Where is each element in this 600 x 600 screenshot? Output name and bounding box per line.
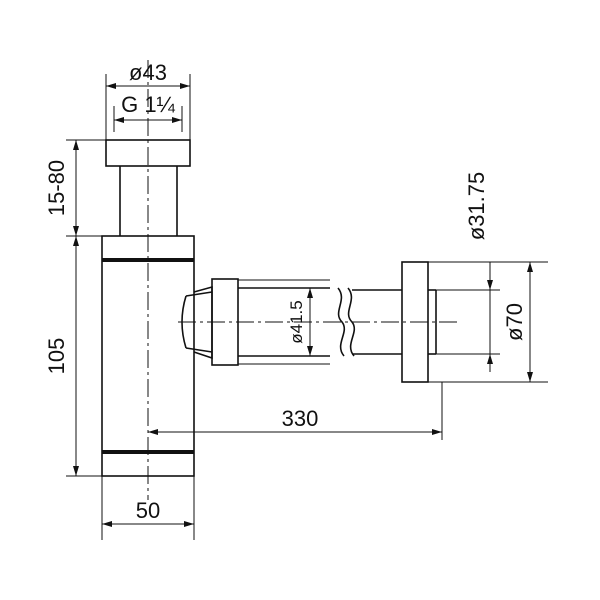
dim-label-adjust-range: 15-80	[44, 160, 69, 216]
dim-wall-pipe	[487, 262, 493, 372]
dim-top	[105, 74, 191, 140]
neck-pipe	[119, 166, 178, 236]
dim-label-thread: G 1¼	[121, 92, 175, 117]
dim-label-top-diameter: ø43	[129, 60, 167, 85]
dim-label-body-height: 105	[44, 338, 69, 375]
dim-label-wall-flange-diameter: ø70	[502, 303, 527, 341]
dim-outlet-pipe	[307, 288, 313, 356]
wall-pipe	[352, 289, 402, 355]
dim-outlet-length	[148, 382, 443, 440]
dim-label-outlet-pipe-diameter: ø41.5	[287, 300, 306, 343]
dim-body-width	[101, 476, 195, 540]
dim-body-height	[66, 236, 102, 477]
dim-label-wall-pipe-diameter: ø31.75	[464, 172, 489, 241]
outlet-connector	[181, 278, 330, 366]
dim-label-body-width: 50	[136, 498, 160, 523]
dim-adjust-range	[66, 139, 106, 237]
dim-label-outlet-length: 330	[282, 406, 319, 431]
dim-wall-flange	[428, 261, 548, 383]
